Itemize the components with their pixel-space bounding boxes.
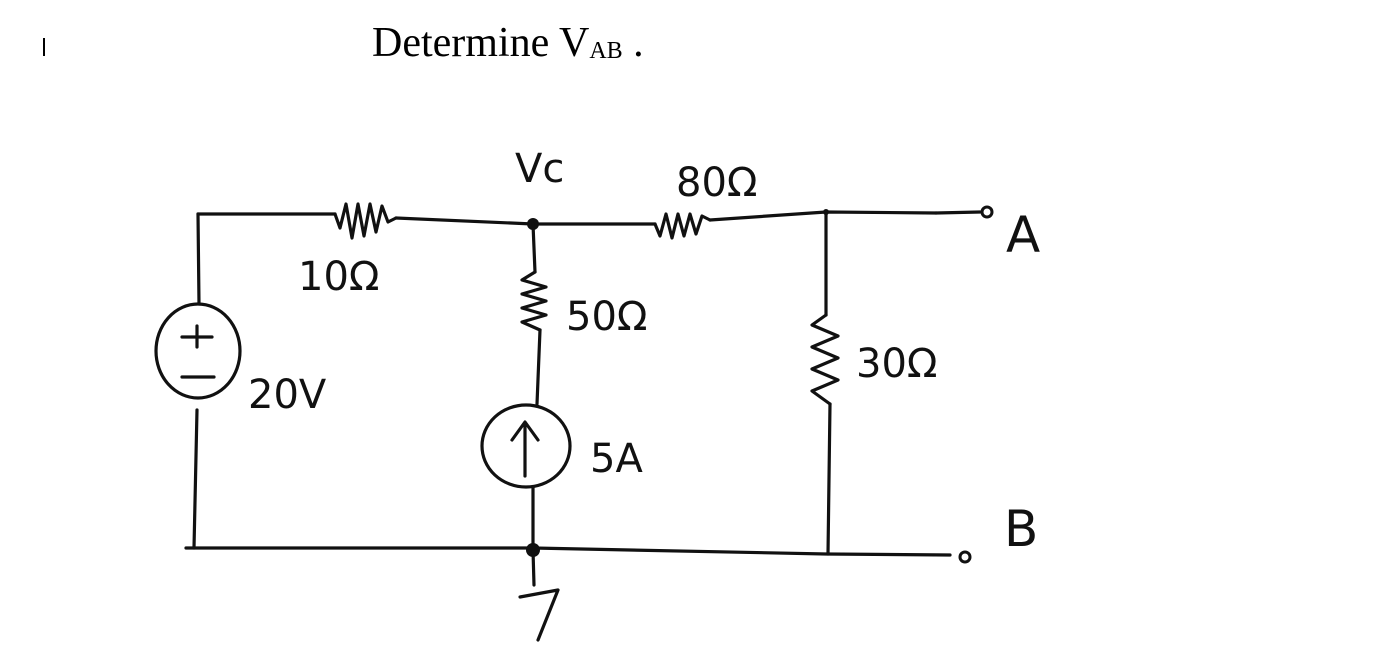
terminal-a-node: [980, 205, 994, 219]
wire-top-middle: [394, 216, 657, 226]
voltage-source-20v: [154, 302, 242, 400]
wire-mid-top: [531, 222, 537, 274]
wire-right-bottom: [826, 402, 832, 556]
wire-bottom: [184, 546, 952, 557]
title-subscript: AB: [589, 38, 623, 64]
label-terminal-b: B: [1004, 500, 1038, 558]
voltage-source-plus: [180, 324, 214, 349]
title-suffix: .: [633, 20, 644, 66]
resistor-10-symbol: [333, 202, 398, 240]
label-source-i: 5A: [590, 436, 643, 482]
label-node-c: Vc: [515, 146, 564, 192]
wire-terminal-a: [934, 210, 982, 215]
resistor-50-symbol: [520, 270, 548, 332]
label-r80: 80Ω: [676, 160, 757, 206]
wire-left-bottom: [192, 408, 199, 550]
edge-mark: [43, 38, 45, 56]
wire-left-top: [196, 212, 201, 306]
resistor-30-symbol: [810, 313, 840, 406]
label-terminal-a: A: [1006, 206, 1040, 264]
wire-top-right: [708, 210, 938, 222]
label-r50: 50Ω: [566, 294, 647, 340]
current-source-5a: [480, 403, 572, 489]
title-text: Determine V: [372, 20, 590, 66]
label-r30: 30Ω: [856, 341, 937, 387]
wire-mid-to-source: [535, 328, 542, 406]
label-source-v: 20V: [248, 372, 327, 418]
problem-title: Determine VAB .: [372, 22, 644, 64]
resistor-80-symbol: [653, 212, 712, 240]
label-r10: 10Ω: [298, 254, 379, 300]
current-source-arrow: [510, 420, 540, 478]
terminal-b-node: [958, 550, 972, 564]
ground-symbol: [518, 548, 560, 642]
